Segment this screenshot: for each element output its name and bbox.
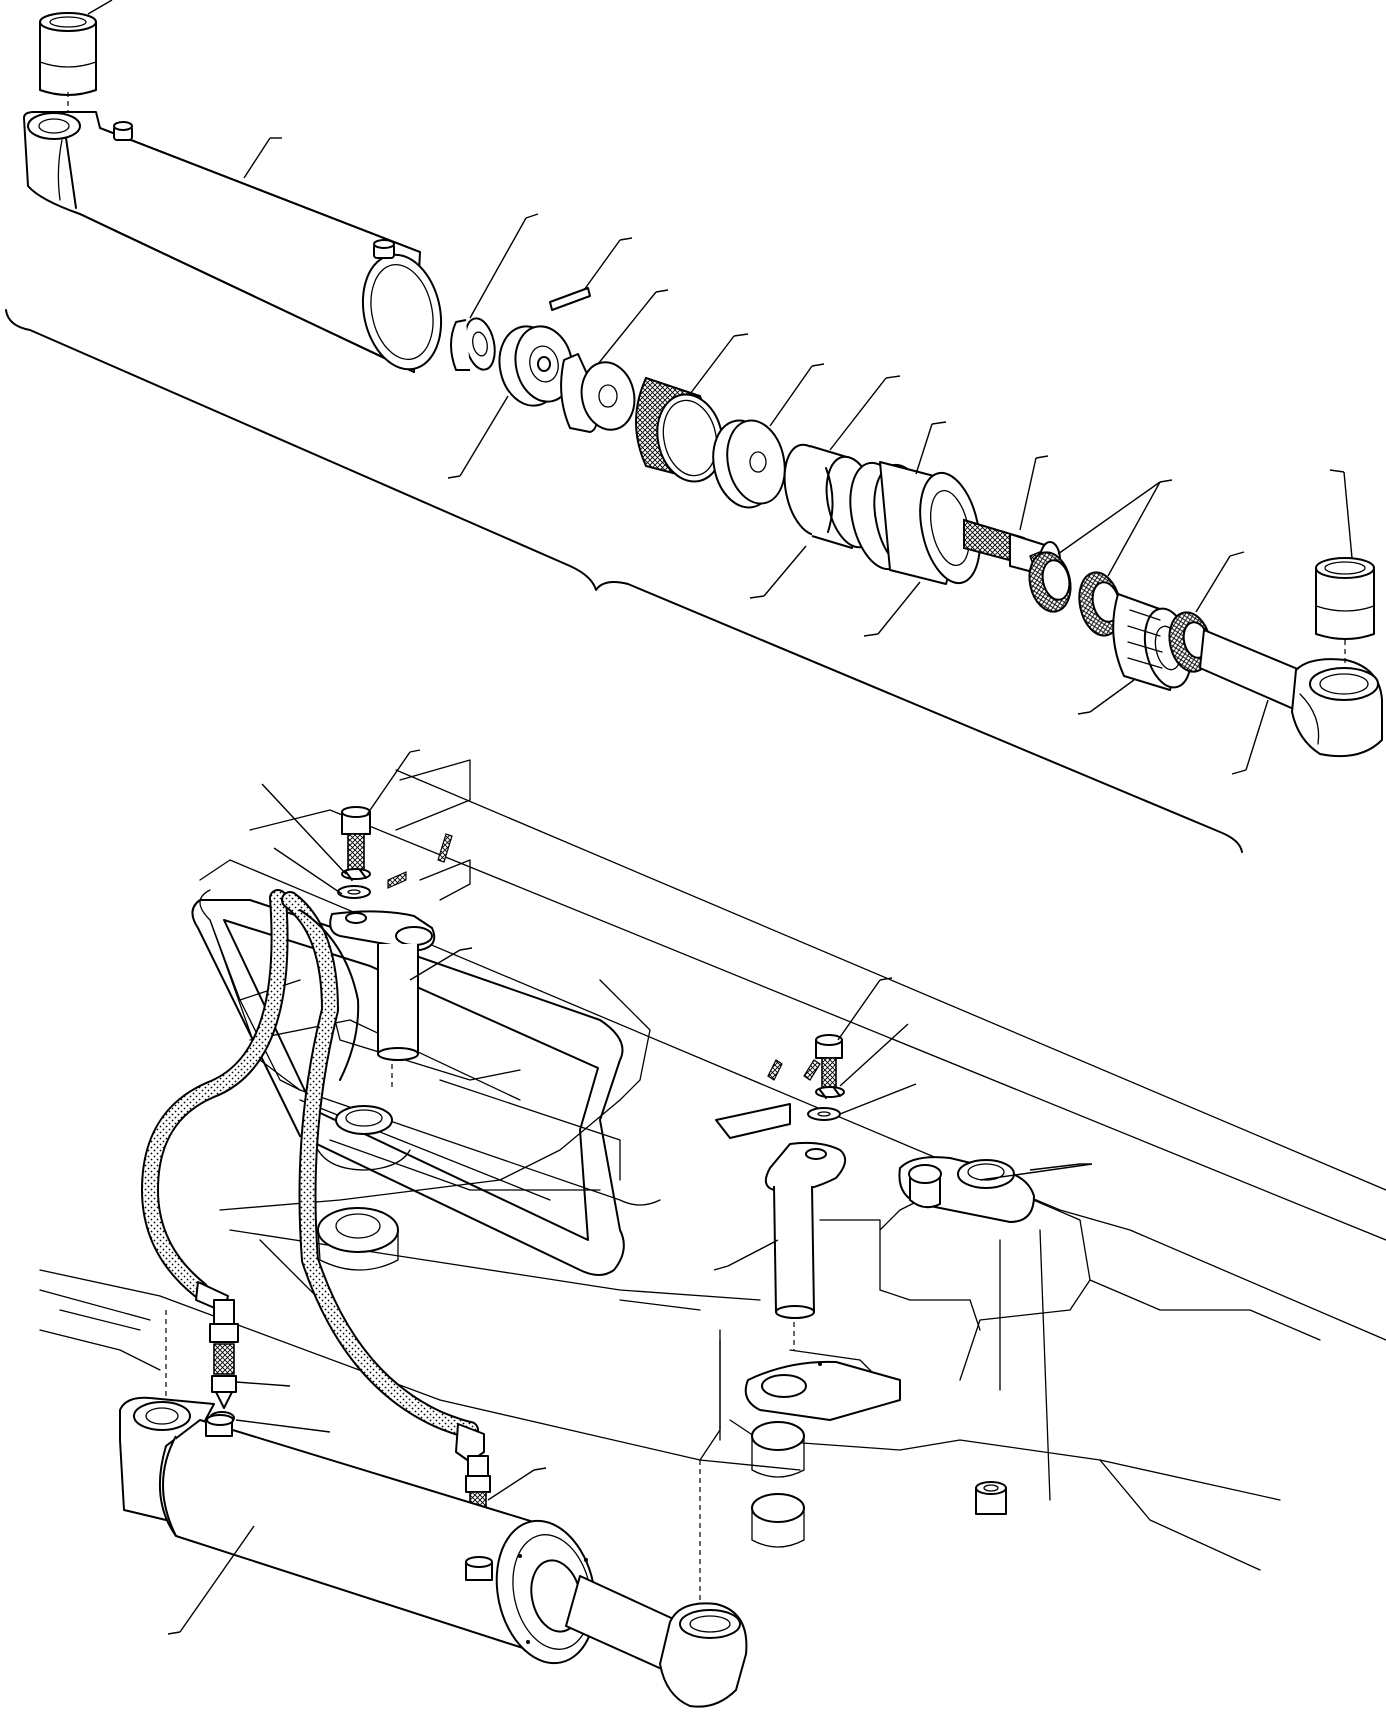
pivot-bracket-right bbox=[898, 1156, 1092, 1223]
exploded-cylinder-assembly bbox=[23, 0, 1383, 775]
installation-view bbox=[39, 749, 1386, 1708]
roll-pin bbox=[549, 237, 633, 311]
piston-rod bbox=[1199, 629, 1383, 775]
rod-seals bbox=[1028, 479, 1173, 637]
fittings-left bbox=[195, 1281, 331, 1433]
rod-gland bbox=[1077, 593, 1193, 715]
frame-structure bbox=[39, 759, 1386, 1571]
cylinder-barrel bbox=[23, 111, 443, 373]
nut-bottom-right bbox=[975, 1481, 1007, 1515]
bushing-top-left bbox=[39, 0, 113, 96]
pin-assembly-left bbox=[261, 749, 473, 1271]
installed-cylinder bbox=[119, 1396, 748, 1708]
bushing-top-right bbox=[1315, 469, 1375, 640]
lock-nut bbox=[450, 213, 539, 371]
washer-2 bbox=[712, 363, 825, 509]
leader-bracket bbox=[979, 1163, 1093, 1181]
washer-1 bbox=[447, 325, 574, 479]
pin-assembly-right bbox=[713, 977, 917, 1548]
piston-seal bbox=[749, 421, 981, 637]
hydraulic-hoses bbox=[140, 889, 479, 1439]
knurled-sleeve bbox=[635, 333, 749, 483]
spacer bbox=[560, 289, 669, 433]
grouping-bracket bbox=[5, 309, 1243, 853]
